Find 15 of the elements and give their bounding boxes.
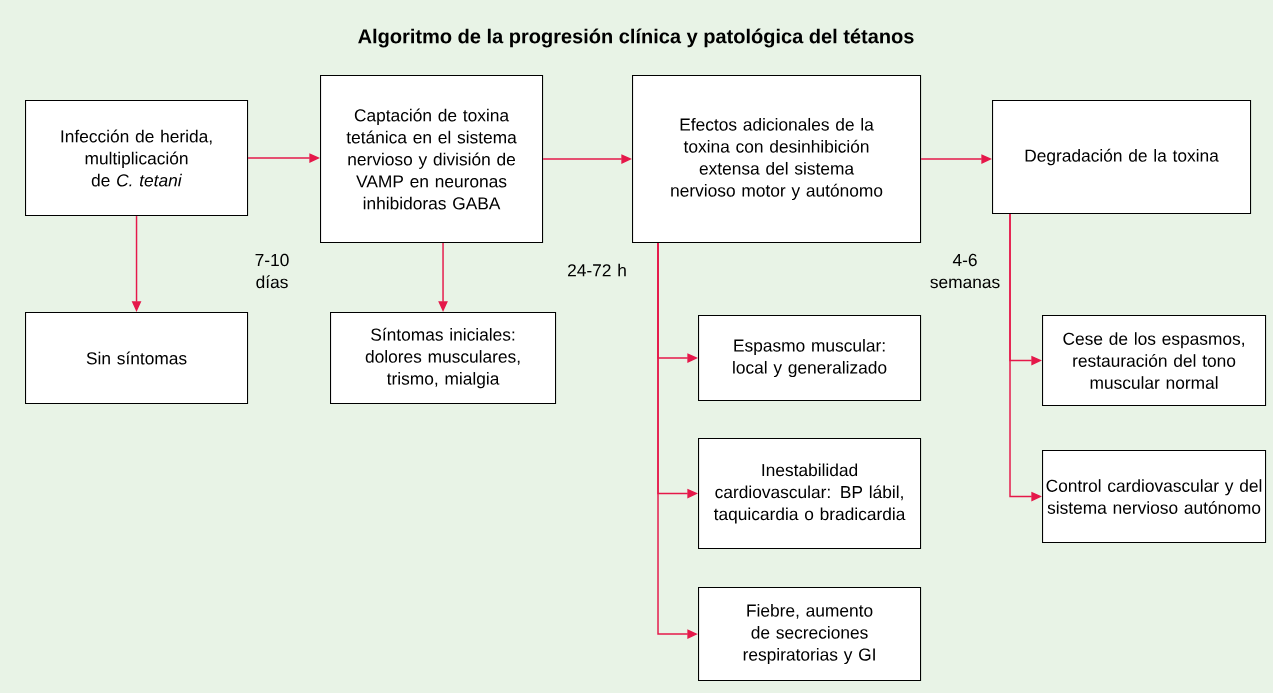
process-box: Síntomas iniciales: dolores musculares, trismo, mialgia <box>330 312 557 405</box>
process-box: Efectos adicionales de la toxina con desinhibición extensa del sistema nervioso motor y autónomo <box>632 75 922 244</box>
title: Algoritmo de la progresión clínica y patológica del tétanos <box>358 28 914 48</box>
process-box: Infección de herida, multiplicación de C. tetani <box>25 100 249 217</box>
process-box: Inestabilidad cardiovascular: BP lábil, taquicardia o bradicardia <box>698 438 922 550</box>
process-box: Captación de toxina tetánica en el sistema nervioso y división de VAMP en neuronas inhibidoras GABA <box>320 75 544 244</box>
process-box: Sin síntomas <box>25 312 249 405</box>
process-box: Fiebre, aumento de secreciones respiratorias y GI <box>698 587 922 682</box>
process-box: Cese de los espasmos, restauración del tono muscular normal <box>1042 315 1267 407</box>
process-box: Control cardiovascular y del sistema nervioso autónomo <box>1042 450 1267 544</box>
process-box: Degradación de la toxina <box>992 100 1252 215</box>
duration-label: 7-10 días <box>255 253 289 289</box>
duration-label: 4-6 semanas <box>930 253 1000 289</box>
duration-label: 24-72 h <box>568 263 626 277</box>
process-box: Espasmo muscular: local y generalizado <box>698 315 922 402</box>
